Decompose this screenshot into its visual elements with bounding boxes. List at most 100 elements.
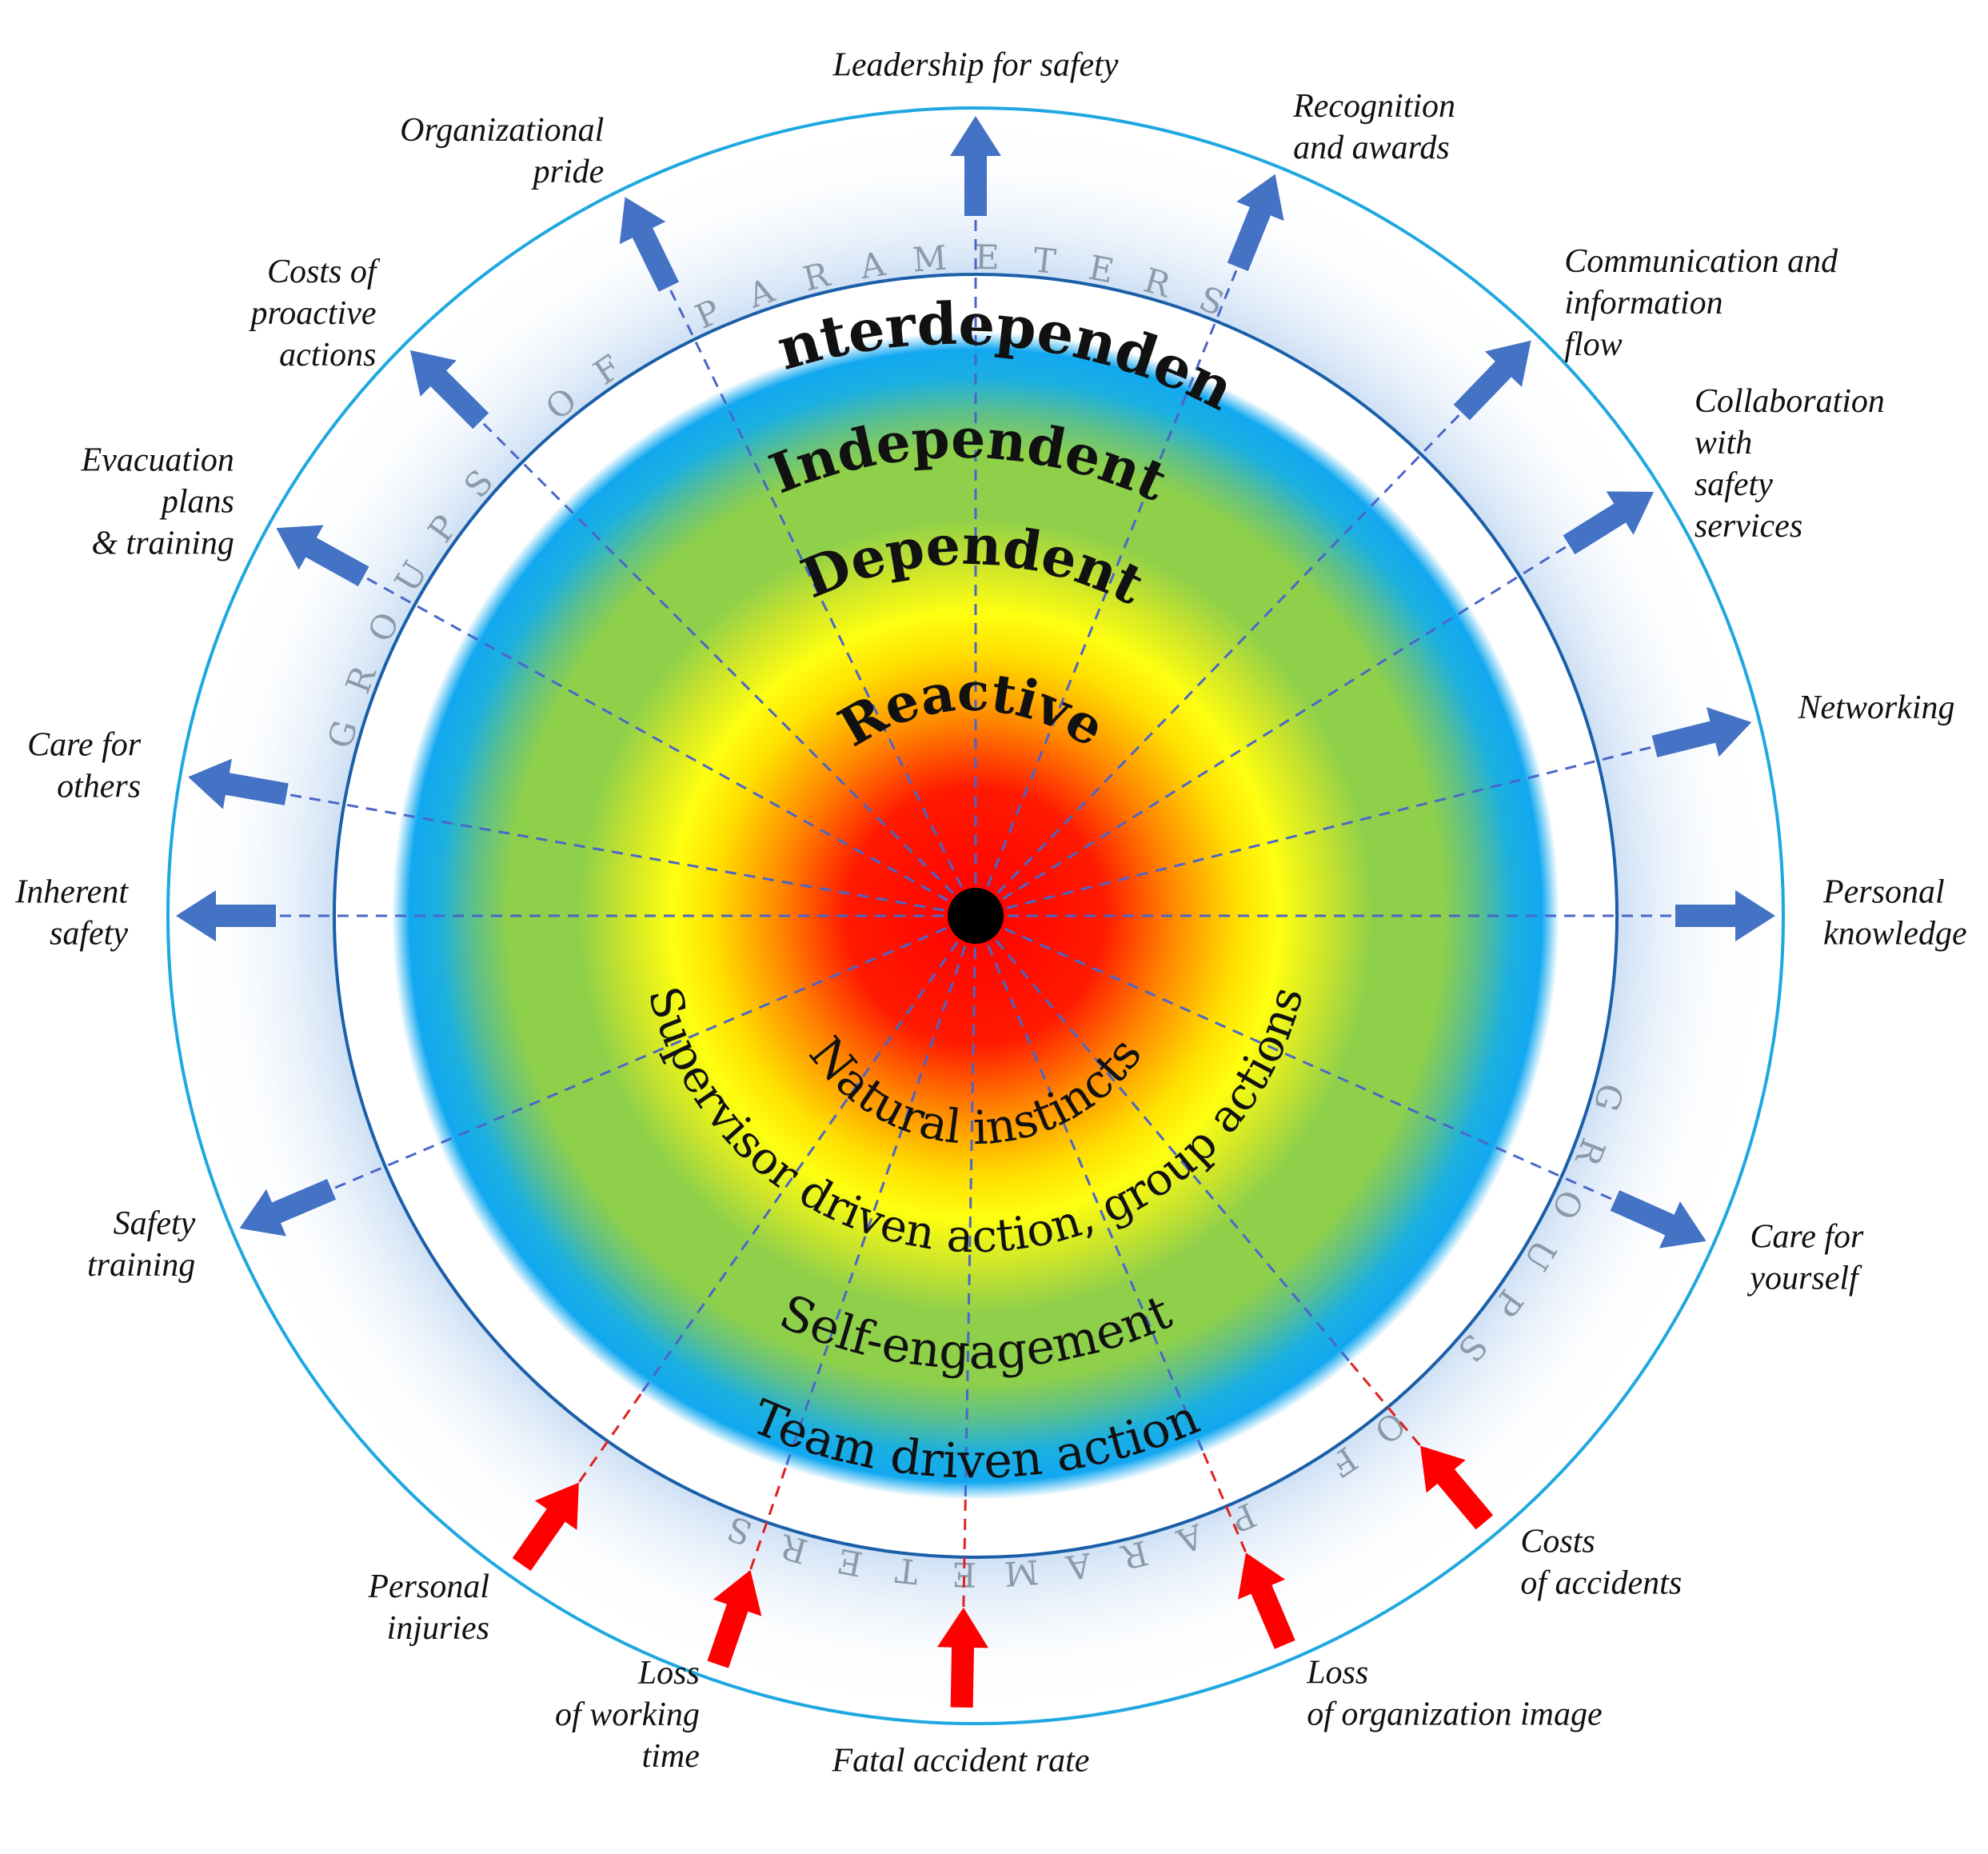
positive-arrow-0 (950, 116, 1001, 216)
ring-lower-letter-14: M (1003, 1552, 1040, 1594)
parameter-label-line: knowledge (1823, 916, 1967, 953)
parameter-label-line: safety (1695, 466, 1773, 503)
parameter-label-line: injuries (387, 1610, 489, 1647)
ring-lower-letter-16: T (893, 1550, 920, 1592)
positive-arrow-6 (1610, 1190, 1707, 1249)
parameter-label-line: Recognition (1292, 88, 1455, 125)
parameter-label-line: Evacuation (81, 442, 234, 479)
dashed-line-positive-2 (996, 408, 1466, 894)
positive-arrow-3 (1563, 491, 1655, 555)
negative-arrow-3 (707, 1569, 762, 1668)
dashed-radial-lines (272, 212, 1679, 1620)
parameter-label-line: Loss (637, 1655, 700, 1692)
positive-arrow-4 (1651, 707, 1752, 757)
positive-parameter-label-0: Leadership for safety (832, 47, 1119, 84)
parameter-label-line: plans (159, 484, 234, 521)
parameter-label-line: Costs (1520, 1524, 1595, 1560)
dashed-line-positive-10 (359, 573, 948, 901)
parameter-arrows (176, 116, 1775, 1708)
negative-arrow-0 (1420, 1445, 1494, 1530)
parameter-label-line: with (1695, 425, 1752, 462)
positive-arrow-5 (1675, 890, 1775, 941)
positive-parameter-label-5: Personal knowledge (1822, 874, 1967, 953)
parameter-label-line: Care for (1750, 1219, 1864, 1256)
positive-arrow-2 (1453, 340, 1531, 421)
dashed-line-negative-4 (640, 941, 959, 1395)
positive-arrow-1 (1227, 174, 1284, 271)
positive-parameter-label-1: Recognition and awards (1292, 88, 1455, 166)
negative-parameter-label-4: Personal injuries (367, 1568, 489, 1647)
positive-parameter-label-4: Networking (1798, 689, 1955, 726)
positive-parameter-label-12: Organizational pride (400, 112, 604, 190)
dashed-line-positive-9 (282, 792, 944, 912)
parameter-label-line: Personal (1822, 874, 1945, 911)
parameter-label-line: Networking (1798, 689, 1955, 726)
dashed-line-negative-1 (987, 945, 1205, 1454)
parameter-label-line: of working (555, 1696, 700, 1733)
parameter-label-line: information (1564, 285, 1723, 322)
positive-parameter-label-6: Care for yourself (1746, 1219, 1864, 1297)
negative-parameter-label-3: Loss of working time (555, 1655, 700, 1775)
parameter-label-line: time (642, 1738, 700, 1775)
dashed-line-positive-6 (1004, 927, 1619, 1204)
parameter-label-line: Care for (27, 727, 142, 764)
parameter-label-line: yourself (1746, 1261, 1862, 1297)
parameter-label-line: flow (1564, 326, 1622, 363)
positive-arrow-7 (239, 1179, 337, 1237)
positive-arrow-12 (619, 197, 679, 292)
parameter-label-line: Communication and (1564, 243, 1838, 280)
dashed-line-red-1 (1202, 1452, 1252, 1564)
parameter-label-line: & training (91, 525, 234, 562)
positive-arrow-11 (409, 350, 489, 430)
negative-arrow-1 (1238, 1552, 1295, 1649)
parameter-label-line: of accidents (1520, 1565, 1682, 1602)
parameter-label-line: Inherent (14, 874, 129, 911)
dashed-line-red-0 (1350, 1362, 1429, 1456)
parameter-label-line: of organization image (1307, 1696, 1602, 1732)
dashed-line-negative-3 (784, 945, 967, 1468)
parameter-label-line: and awards (1293, 130, 1450, 166)
dashed-line-red-3 (745, 1467, 787, 1582)
ring-upper-letter-15: E (975, 238, 1000, 278)
dashed-line-red-4 (571, 1393, 642, 1493)
parameter-label-line: proactive (248, 295, 376, 332)
negative-arrow-4 (512, 1482, 579, 1572)
dashed-line-negative-2 (964, 947, 976, 1500)
parameter-label-line: actions (279, 337, 376, 374)
parameter-label-line: Collaboration (1695, 383, 1885, 420)
positive-parameter-label-8: Inherent safety (14, 874, 129, 953)
negative-arrow-2 (937, 1607, 989, 1708)
dashed-line-positive-4 (1006, 744, 1659, 909)
parameter-label-line: Loss (1306, 1654, 1368, 1691)
ring-upper-letter-14: M (911, 238, 948, 280)
parameter-label-line: safety (50, 916, 128, 953)
negative-parameter-label-2: Fatal accident rate (832, 1742, 1090, 1779)
positive-arrow-8 (176, 890, 276, 941)
positive-arrow-9 (188, 758, 289, 809)
parameter-label-line: services (1695, 508, 1802, 545)
ring-upper-letter-16: T (1032, 240, 1058, 282)
positive-parameter-label-2: Communication and information flow (1564, 243, 1838, 363)
parameter-label-line: Safety (114, 1205, 196, 1242)
parameter-label-line: training (87, 1247, 195, 1284)
parameter-label-line: Organizational (400, 112, 604, 149)
positive-parameter-label-3: Collaboration with safety services (1695, 383, 1885, 545)
parameter-label-line: Personal (367, 1568, 489, 1605)
parameter-label-line: pride (531, 154, 605, 190)
negative-parameter-label-1: Loss of organization image (1306, 1654, 1602, 1732)
dashed-line-positive-1 (986, 262, 1241, 887)
positive-parameter-label-7: Safety training (87, 1205, 196, 1284)
dashed-line-positive-12 (665, 282, 963, 888)
dashed-line-positive-3 (1002, 541, 1574, 901)
positive-arrow-10 (276, 525, 369, 587)
dashed-line-positive-7 (327, 927, 947, 1193)
positive-parameter-label-10: Evacuation plans & training (81, 442, 234, 562)
dashed-line-negative-0 (995, 939, 1352, 1365)
dashed-line-positive-11 (477, 417, 954, 894)
negative-parameter-label-0: Costs of accidents (1520, 1524, 1682, 1602)
parameter-label-line: Leadership for safety (832, 47, 1119, 84)
